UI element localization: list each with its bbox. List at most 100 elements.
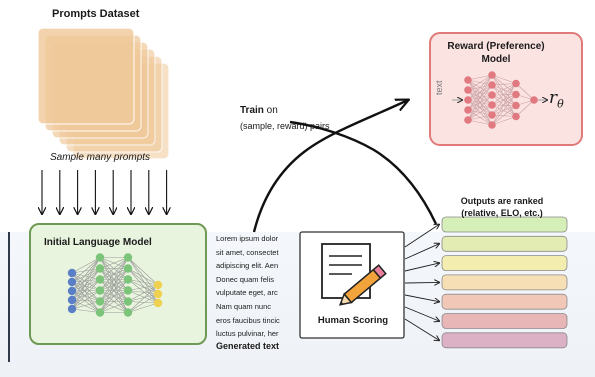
- train-on-word: on: [263, 105, 278, 116]
- network-link: [99, 257, 129, 291]
- network-node: [95, 308, 105, 317]
- network-link: [491, 94, 517, 106]
- network-link: [491, 84, 517, 106]
- network-link: [491, 83, 517, 126]
- network-link: [467, 84, 493, 121]
- network-node: [464, 116, 472, 124]
- network-node: [512, 90, 520, 99]
- prompt-card: [37, 27, 135, 125]
- network-node: [512, 101, 520, 110]
- reward-model-title: Reward (Preference) Model: [447, 41, 545, 65]
- network-node: [153, 280, 163, 290]
- network-link: [467, 94, 493, 121]
- generated-text-line: sit amet, consectet: [216, 247, 279, 257]
- network-link: [491, 104, 517, 117]
- generated-text-line: Donec quam felis: [216, 274, 274, 284]
- network-link: [71, 301, 101, 310]
- network-node: [512, 79, 520, 88]
- generated-text-line: Nam quam nunc: [216, 301, 272, 311]
- train-arrow: [252, 100, 408, 233]
- network-link: [127, 279, 159, 304]
- network-node: [67, 295, 77, 305]
- ranked-output-bar: [441, 332, 568, 349]
- network-link: [127, 268, 159, 286]
- network-link: [467, 119, 493, 126]
- scoring-arrow: [404, 306, 439, 321]
- network-node: [488, 111, 496, 119]
- network-link: [71, 268, 101, 310]
- network-node: [464, 96, 472, 104]
- network-link: [127, 293, 159, 302]
- sample-prompts-label: Sample many prompts: [50, 152, 151, 163]
- network-node: [95, 286, 105, 295]
- reward-symbol-theta: θ: [557, 97, 564, 111]
- network-node: [67, 304, 77, 314]
- network-link: [71, 290, 101, 310]
- sampling-arrows: [42, 170, 167, 214]
- network-node: [95, 264, 105, 273]
- network-link: [491, 105, 517, 116]
- document-pencil-icon: [321, 243, 387, 306]
- network-link: [491, 83, 517, 106]
- network-node: [95, 275, 105, 284]
- network-link: [491, 74, 517, 84]
- generated-text-line: eros faucibus tincic: [216, 315, 280, 325]
- network-node: [153, 298, 163, 308]
- network-node: [488, 91, 496, 99]
- dataset-title: Prompts Dataset: [52, 8, 140, 20]
- scoring-arrows: [404, 225, 439, 341]
- generated-text-line: Lorem ipsum dolor: [216, 234, 279, 243]
- network-link: [491, 94, 517, 117]
- network-link: [491, 105, 517, 126]
- network-node: [67, 277, 77, 287]
- network-link: [71, 257, 101, 310]
- human-scoring-label: Human Scoring: [317, 315, 389, 326]
- network-link: [127, 284, 159, 291]
- network-node: [512, 112, 520, 121]
- reward-symbol-r: r: [549, 88, 558, 108]
- network-link: [127, 284, 159, 302]
- train-word: Train: [240, 105, 264, 116]
- network-node: [123, 275, 133, 284]
- network-link: [71, 290, 101, 292]
- network-link: [99, 257, 129, 269]
- network-link: [127, 302, 159, 313]
- network-link: [127, 290, 159, 304]
- network-link: [491, 116, 517, 126]
- network-link: [99, 257, 129, 280]
- network-link: [127, 279, 159, 286]
- network-link: [491, 104, 517, 106]
- language-model-network-icon: [67, 253, 163, 317]
- network-node: [488, 101, 496, 109]
- network-node: [488, 81, 496, 89]
- reward-output-symbol: rθ: [549, 88, 564, 110]
- network-node: [123, 286, 133, 295]
- network-link: [467, 74, 493, 91]
- network-link: [71, 308, 101, 313]
- train-pairs-label: (sample, reward) pairs: [240, 121, 330, 131]
- network-link: [467, 114, 493, 121]
- network-link: [491, 94, 517, 106]
- network-node: [95, 297, 105, 306]
- network-link: [127, 284, 159, 313]
- ranking-to-reward-arrow: [289, 120, 438, 225]
- network-link: [71, 257, 101, 292]
- prompt-card-stack: [37, 27, 170, 160]
- network-link: [71, 279, 101, 310]
- network-link: [99, 268, 129, 313]
- network-link: [71, 257, 101, 301]
- network-link: [467, 74, 493, 101]
- scoring-arrow: [404, 282, 439, 283]
- ranked-output-bar: [441, 235, 568, 252]
- network-link: [491, 94, 517, 96]
- network-node: [530, 96, 538, 104]
- network-link: [71, 290, 101, 301]
- network-link: [491, 84, 517, 117]
- scoring-arrow: [404, 244, 439, 260]
- network-link: [71, 268, 101, 274]
- generated-text-line: vulputate eget, arc: [216, 288, 278, 298]
- network-link: [467, 74, 493, 81]
- network-node: [464, 76, 472, 84]
